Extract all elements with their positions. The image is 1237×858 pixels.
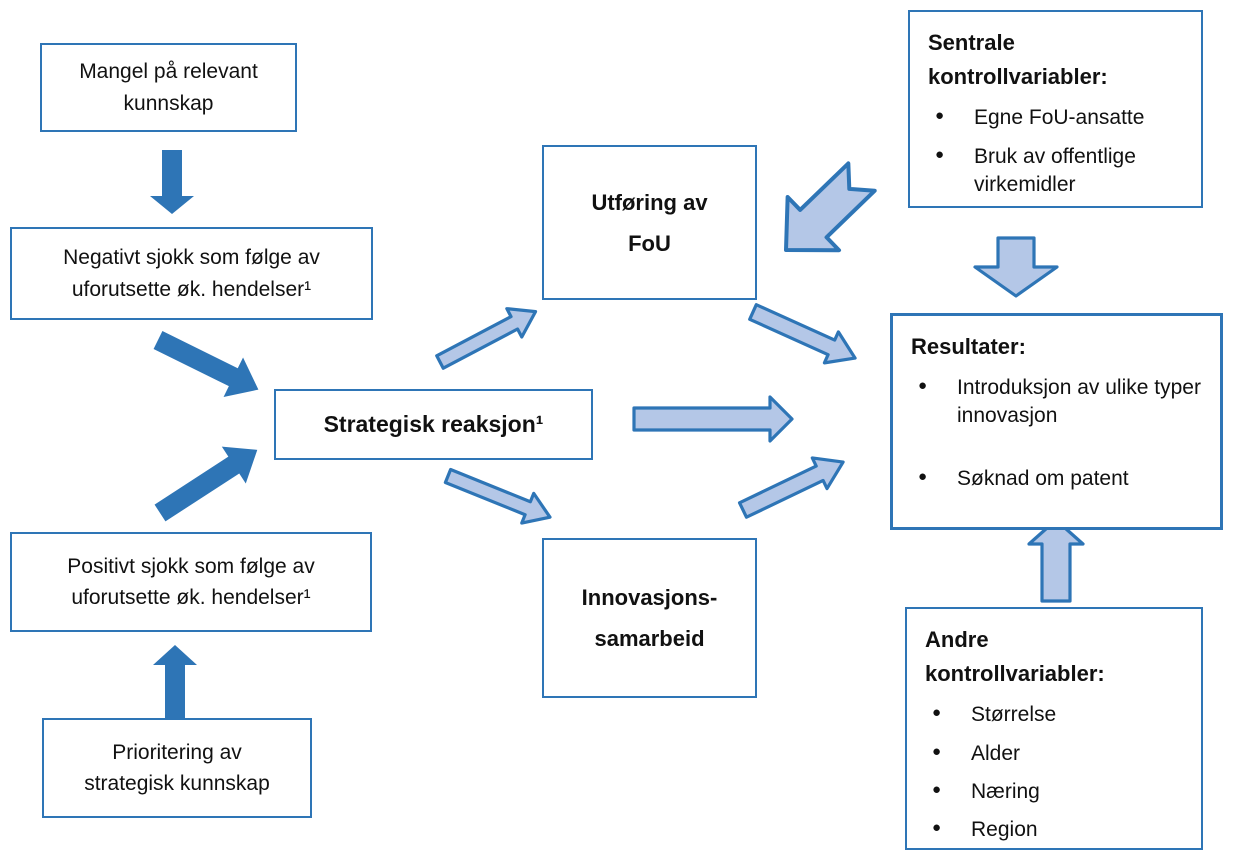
box-title-line: kontrollvariabler:: [928, 64, 1108, 90]
box-text-line: Mangel på relevant: [79, 60, 258, 83]
box-text-line: Prioritering av: [112, 740, 242, 764]
list-item: Introduksjon av ulike typer innovasjon: [911, 374, 1202, 431]
list-item-text: Næring: [971, 779, 1040, 803]
arrow-strategisk-to-utforing: [435, 307, 538, 370]
arrow-strategisk-to-innovasjons: [443, 467, 552, 525]
box-title-line: Andre: [925, 627, 989, 652]
box-text-line: kunnskap: [123, 91, 214, 115]
box-text-line: uforutsette øk. hendelser¹: [71, 586, 311, 609]
arrow-positivt-to-strategisk: [154, 446, 258, 522]
arrow-andre-to-resultater: [1027, 518, 1085, 603]
box-innovasjonssamarbeid: Innovasjons- samarbeid: [542, 538, 757, 698]
bullet-list: Egne FoU-ansatte Bruk av offentlige virk…: [928, 104, 1183, 209]
box-text-line: Innovasjons-: [581, 585, 718, 610]
list-item-text: Størrelse: [971, 703, 1057, 727]
box-title: Sentrale kontrollvariabler:: [928, 26, 1183, 94]
box-title-line: kontrollvariabler:: [925, 661, 1105, 687]
list-item-text: Egne FoU-ansatte: [974, 106, 1145, 130]
arrow-negativt-to-strategisk: [153, 331, 259, 397]
list-item: Region: [925, 816, 1183, 844]
list-item: Alder: [925, 740, 1183, 768]
box-text-line: Strategisk reaksjon¹: [323, 411, 544, 438]
box-positivt-sjokk: Positivt sjokk som følge av uforutsette …: [10, 532, 372, 632]
box-title-line: Sentrale: [928, 30, 1015, 55]
box-resultater: Resultater: Introduksjon av ulike typer …: [890, 313, 1223, 530]
list-item-text: Bruk av offentlige virkemidler: [974, 144, 1136, 196]
arrow-strategisk-to-resultater: [632, 395, 794, 443]
list-item-text: Alder: [971, 741, 1021, 765]
box-negativt-sjokk: Negativt sjokk som følge av uforutsette …: [10, 227, 373, 320]
box-andre-kontrollvariabler: Andre kontrollvariabler: Størrelse Alder…: [905, 607, 1203, 850]
list-item-text: Region: [971, 818, 1038, 842]
list-item: Størrelse: [925, 701, 1183, 729]
box-text-line: strategisk kunnskap: [84, 772, 270, 795]
box-text-line: samarbeid: [594, 626, 705, 651]
box-sentrale-kontrollvariabler: Sentrale kontrollvariabler: Egne FoU-ans…: [908, 10, 1203, 208]
arrow-utforing-to-resultater: [748, 303, 857, 365]
box-strategisk-reaksjon: Strategisk reaksjon¹: [274, 389, 593, 460]
box-title: Resultater:: [911, 330, 1202, 364]
box-text-line: Utføring av: [591, 189, 708, 215]
list-item-text: Søknad om patent: [957, 466, 1129, 490]
box-text-line: uforutsette øk. hendelser¹: [71, 277, 312, 301]
list-item: Egne FoU-ansatte: [928, 104, 1183, 132]
arrow-sentrale-to-resultater: [973, 236, 1059, 298]
list-item-text: Introduksjon av ulike typer innovasjon: [957, 376, 1201, 428]
list-item: Bruk av offentlige virkemidler: [928, 143, 1183, 200]
box-text-line: Positivt sjokk som følge av: [67, 554, 315, 578]
box-title-line: Resultater:: [911, 334, 1026, 359]
arrow-innovasjons-to-resultater: [737, 456, 845, 519]
arrow-mangel-to-negativt: [150, 150, 194, 214]
box-text-line: FoU: [628, 230, 671, 256]
arrow-sentrale-to-utforing: [784, 161, 877, 253]
list-item: Søknad om patent: [911, 465, 1202, 493]
box-utforing-av-fou: Utføring av FoU: [542, 145, 757, 300]
box-title: Andre kontrollvariabler:: [925, 623, 1183, 691]
box-mangel-pa-relevant-kunnskap: Mangel på relevant kunnskap: [40, 43, 297, 132]
box-prioritering: Prioritering av strategisk kunnskap: [42, 718, 312, 818]
bullet-list: Introduksjon av ulike typer innovasjon S…: [911, 374, 1202, 503]
arrow-prioritering-to-positivt: [153, 645, 197, 718]
box-text-line: Negativt sjokk som følge av: [63, 246, 320, 269]
list-item: Næring: [925, 778, 1183, 806]
bullet-list: Størrelse Alder Næring Region: [925, 701, 1183, 854]
